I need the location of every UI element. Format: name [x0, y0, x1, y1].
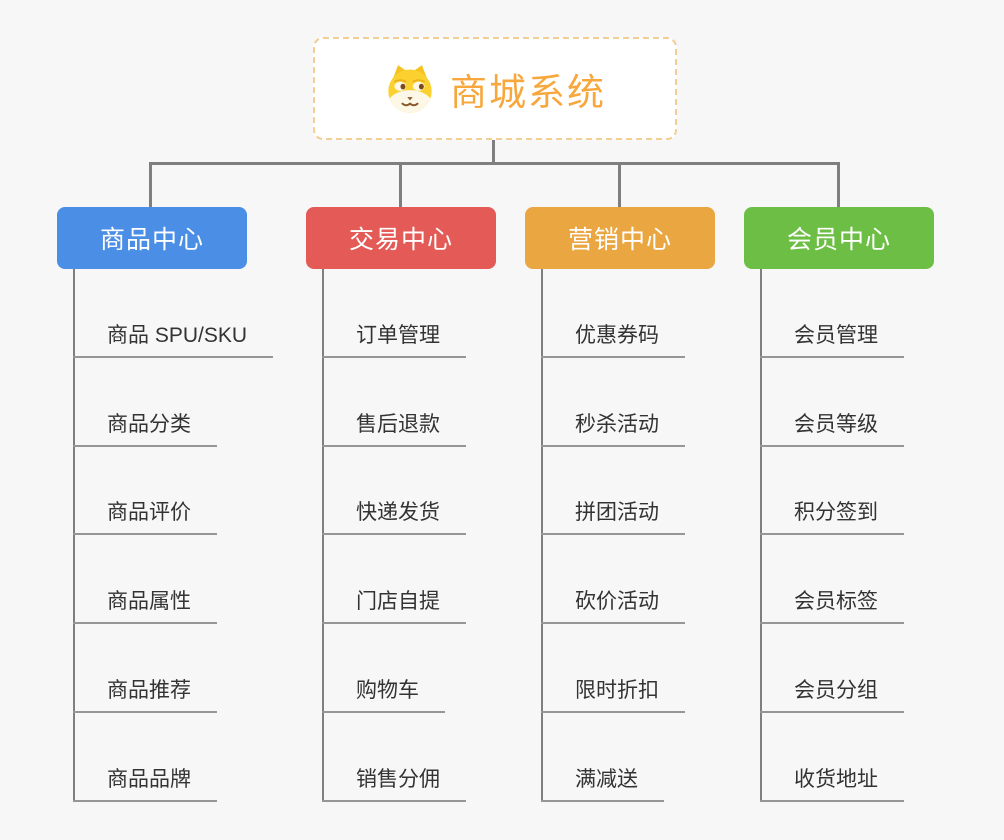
leaf-item[interactable]: 商品评价: [73, 496, 217, 536]
leaf-item[interactable]: 销售分佣: [322, 763, 466, 802]
leaf-row: 会员等级: [760, 358, 904, 447]
leaf-item[interactable]: 会员分组: [760, 674, 904, 713]
dog-face-icon: [384, 63, 436, 115]
leaf-row: 购物车: [322, 624, 466, 713]
leaf-item[interactable]: 满减送: [541, 763, 664, 802]
leaf-item[interactable]: 商品品牌: [73, 763, 217, 802]
leaf-row: 会员标签: [760, 535, 904, 625]
branch-box-marketing-center[interactable]: 营销中心: [525, 207, 715, 269]
leaf-item[interactable]: 快递发货: [322, 496, 466, 536]
connector-drop-trade: [399, 162, 402, 208]
root-node[interactable]: 商城系统: [313, 37, 677, 140]
leaf-item[interactable]: 会员标签: [760, 585, 904, 625]
leaf-item[interactable]: 商品分类: [73, 408, 217, 447]
leaf-row: 门店自提: [322, 535, 466, 625]
branch-box-trade-center[interactable]: 交易中心: [306, 207, 496, 269]
connector-trunk-marketing: [541, 269, 543, 802]
leaf-item[interactable]: 砍价活动: [541, 585, 685, 625]
leaf-list-marketing: 优惠券码秒杀活动拼团活动砍价活动限时折扣满减送: [541, 269, 685, 802]
leaf-row: 会员管理: [760, 269, 904, 358]
branch-box-goods-center[interactable]: 商品中心: [57, 207, 247, 269]
leaf-item[interactable]: 优惠券码: [541, 319, 685, 358]
leaf-item[interactable]: 商品推荐: [73, 674, 217, 713]
leaf-row: 订单管理: [322, 269, 466, 358]
connector-horizontal-bar: [149, 162, 839, 165]
leaf-row: 销售分佣: [322, 713, 466, 802]
leaf-item[interactable]: 商品属性: [73, 585, 217, 625]
connector-root-stub: [492, 140, 495, 162]
leaf-item[interactable]: 售后退款: [322, 408, 466, 447]
connector-drop-goods: [149, 162, 152, 208]
leaf-row: 满减送: [541, 713, 685, 802]
connector-trunk-goods: [73, 269, 75, 802]
leaf-list-goods: 商品 SPU/SKU 商品分类商品评价商品属性商品推荐商品品牌: [73, 269, 274, 802]
leaf-list-member: 会员管理会员等级积分签到会员标签会员分组收货地址: [760, 269, 904, 802]
leaf-item[interactable]: 收货地址: [760, 763, 904, 802]
root-title: 商城系统: [450, 71, 606, 113]
leaf-item[interactable]: 限时折扣: [541, 674, 685, 713]
leaf-item[interactable]: 购物车: [322, 674, 445, 713]
leaf-row: 商品品牌: [73, 713, 273, 802]
leaf-row: 快递发货: [322, 447, 466, 536]
leaf-row: 限时折扣: [541, 624, 685, 713]
leaf-row: 商品属性: [73, 535, 273, 625]
connector-drop-marketing: [618, 162, 621, 208]
leaf-row: 收货地址: [760, 713, 904, 802]
connector-trunk-member: [760, 269, 762, 802]
connector-trunk-trade: [322, 269, 324, 802]
leaf-item[interactable]: 会员等级: [760, 408, 904, 447]
leaf-row: 优惠券码: [541, 269, 685, 358]
leaf-row: 商品推荐: [73, 624, 273, 713]
leaf-item[interactable]: 积分签到: [760, 496, 904, 536]
leaf-item[interactable]: 会员管理: [760, 319, 904, 358]
leaf-item[interactable]: 秒杀活动: [541, 408, 685, 447]
leaf-row: 拼团活动: [541, 447, 685, 536]
leaf-item[interactable]: 商品 SPU/SKU: [73, 319, 274, 358]
leaf-row: 砍价活动: [541, 535, 685, 625]
leaf-row: 会员分组: [760, 624, 904, 713]
leaf-row: 积分签到: [760, 447, 904, 536]
leaf-item[interactable]: 门店自提: [322, 585, 466, 625]
leaf-row: 商品分类: [73, 358, 273, 447]
leaf-row: 售后退款: [322, 358, 466, 447]
leaf-row: 秒杀活动: [541, 358, 685, 447]
branch-box-member-center[interactable]: 会员中心: [744, 207, 934, 269]
connector-drop-member: [837, 162, 840, 208]
leaf-item[interactable]: 拼团活动: [541, 496, 685, 536]
leaf-row: 商品 SPU/SKU: [73, 269, 274, 358]
leaf-row: 商品评价: [73, 447, 273, 536]
leaf-list-trade: 订单管理售后退款快递发货门店自提购物车销售分佣: [322, 269, 466, 802]
leaf-item[interactable]: 订单管理: [322, 319, 466, 358]
